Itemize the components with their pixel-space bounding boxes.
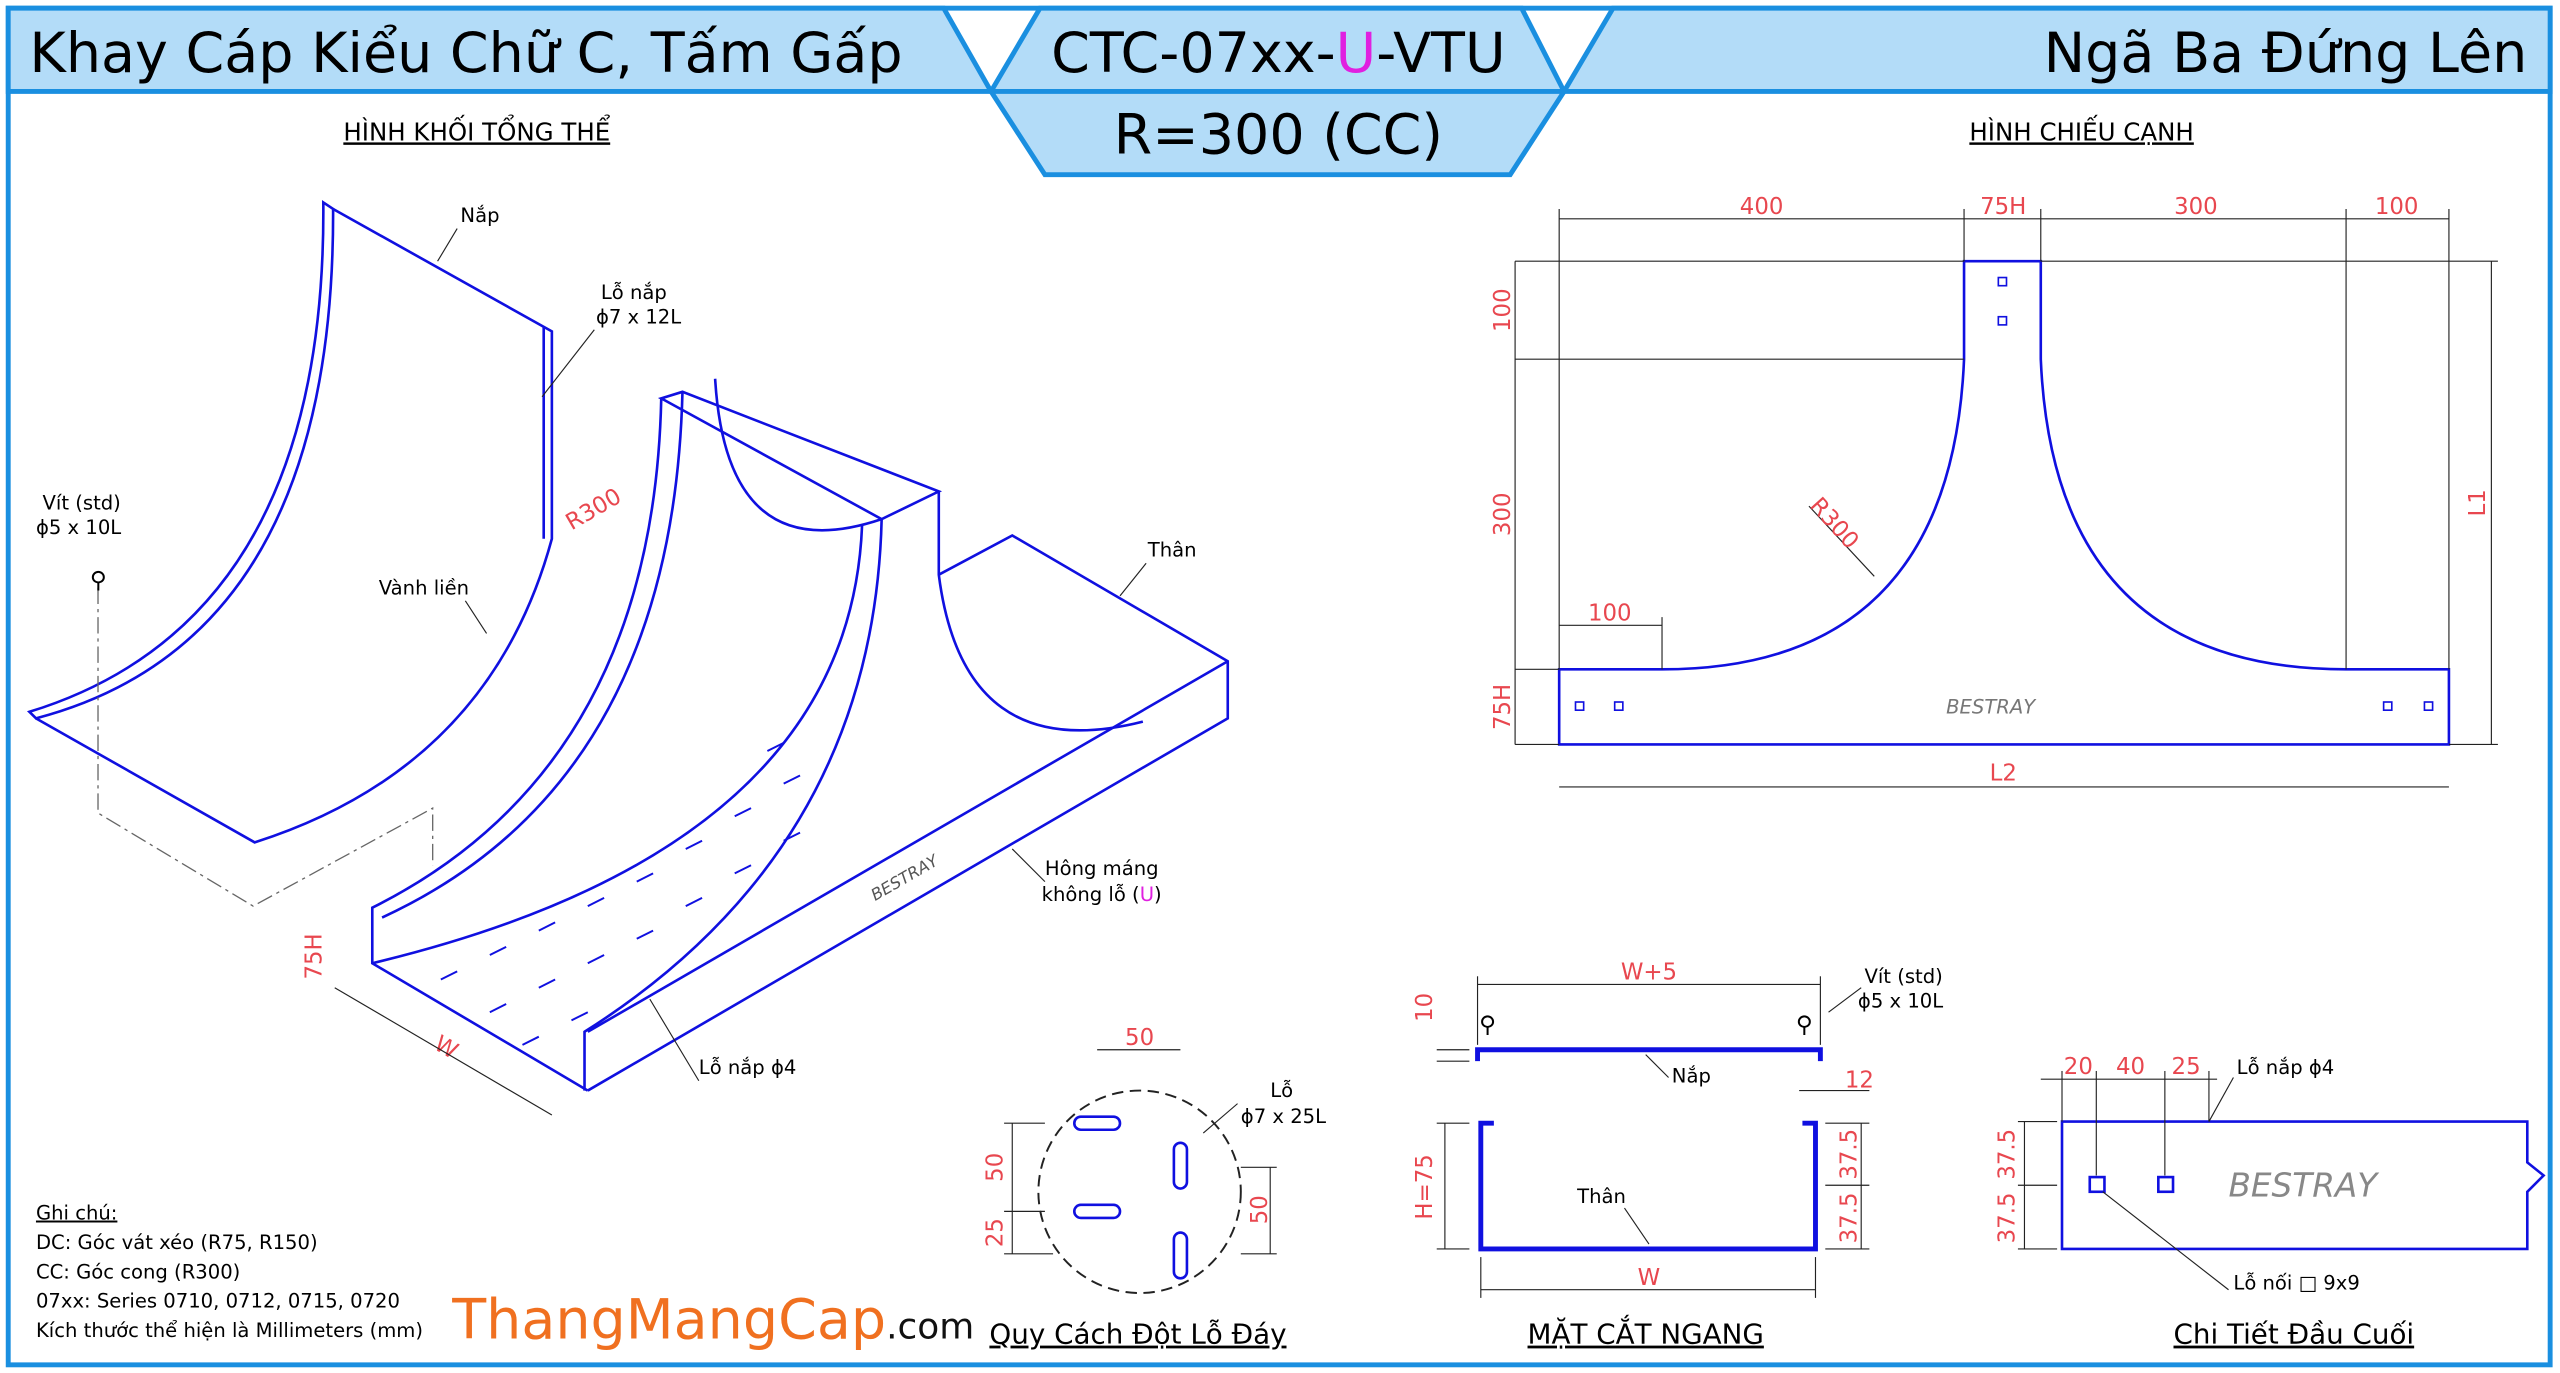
label-cover-hole4: Lỗ nắp ϕ4 [699,1056,797,1079]
hole-label: Lỗ [1270,1079,1293,1102]
section-dim-10: 10 [1412,993,1438,1022]
label-cover-hole-size: ϕ7 x 12L [596,305,681,328]
end-cover-hole: Lỗ nắp ϕ4 [2237,1056,2335,1079]
end-dim-20: 20 [2064,1054,2093,1080]
hole-dim-50-left: 50 [982,1153,1008,1182]
label-side-b: không lỗ (U) [1042,883,1162,906]
dim-300-left: 300 [1490,492,1516,536]
screw-icon-right: ⚲ [1796,1012,1813,1038]
brand-mark-end: BESTRAY [2229,1167,2381,1205]
hole-dim-50-top: 50 [1125,1025,1154,1051]
right-title: Ngã Ba Đứng Lên [2044,21,2528,86]
dim-100-inner: 100 [1588,600,1632,626]
section-dim-h75: H=75 [1412,1154,1438,1219]
notes-title: Ghi chú: [36,1202,117,1225]
dim-l1: L1 [2465,489,2491,516]
dim-75h-top: 75H [1980,194,2026,220]
dim-radius: R300 [1804,493,1863,555]
hole-view-title: Quy Cách Đột Lỗ Đáy [989,1318,1286,1351]
isometric-view: Nắp Lỗ nắp ϕ7 x 12L Vít (std) ϕ5 x 10L ⚲… [26,199,1230,1116]
end-dim-375a: 37.5 [1995,1129,2021,1180]
label-cover-hole: Lỗ nắp [601,281,667,304]
side-view: BESTRAY 400 75H 300 100 100 300 75H 100 … [1490,194,2498,788]
floor-slots [440,741,801,1046]
section-screw: Vít (std) [1864,965,1942,988]
label-height: 75H [302,933,328,979]
left-title: Khay Cáp Kiểu Chữ C, Tấm Gấp [29,21,902,86]
sheet-frame [5,5,2553,1368]
dim-l2: L2 [1990,760,2017,786]
label-cover: Nắp [460,204,499,227]
header-right-band [1559,5,2553,94]
side-view-title: HÌNH CHIẾU CẠNH [1969,114,2193,146]
dim-100-left: 100 [1490,288,1516,332]
section-screw-size: ϕ5 x 10L [1858,989,1943,1012]
notes: Ghi chú: DC: Góc vát xéo (R75, R150) CC:… [36,1202,423,1343]
site-logo: ThangMangCap.com [451,1288,974,1353]
label-rim: Vành liền [379,576,469,599]
note-line: CC: Góc cong (R300) [36,1260,240,1283]
end-join-hole: Lỗ nối □ 9x9 [2233,1272,2359,1295]
end-view-title: Chi Tiết Đầu Cuối [2174,1318,2415,1351]
radius-title: R=300 (CC) [1114,102,1443,167]
hole-pattern-view: 50 50 25 50 Lỗ ϕ7 x 25L Quy Cách Đột Lỗ … [982,1025,1326,1351]
note-line: 07xx: Series 0710, 0712, 0715, 0720 [36,1290,400,1313]
hole-dim-25: 25 [982,1218,1008,1247]
section-dim-w5: W+5 [1621,960,1677,986]
end-dim-25: 25 [2172,1054,2201,1080]
label-screw: Vít (std) [43,491,121,514]
screw-icon: ⚲ [90,568,107,594]
hole-size: ϕ7 x 25L [1241,1105,1326,1128]
label-side-a: Hông máng [1045,857,1159,880]
dim-400: 400 [1740,194,1784,220]
dim-300: 300 [2174,194,2218,220]
section-body: Thân [1576,1185,1626,1208]
label-screw-size: ϕ5 x 10L [36,516,121,539]
hole-dim-50-right: 50 [1247,1195,1273,1224]
section-view: ⚲ ⚲ W+5 Vít (std) ϕ5 x 10L 10 Nắp 12 H=7… [1412,960,1943,1351]
note-line: Kích thước thể hiện là Millimeters (mm) [36,1319,423,1342]
end-dim-375b: 37.5 [1995,1192,2021,1243]
section-dim-w: W [1638,1265,1661,1291]
section-view-title: MẶT CẮT NGANG [1528,1314,1764,1351]
iso-view-title: HÌNH KHỐI TỔNG THỂ [343,113,610,146]
brand-mark-side: BESTRAY [1946,695,2037,718]
label-body: Thân [1147,539,1197,562]
brand-mark-iso: BESTRAY [868,850,944,905]
section-cover: Nắp [1672,1064,1711,1087]
screw-icon-left: ⚲ [1479,1012,1496,1038]
section-dim-375b: 37.5 [1836,1192,1862,1243]
section-dim-12: 12 [1845,1067,1874,1093]
end-dim-40: 40 [2116,1054,2145,1080]
label-radius: R300 [561,484,626,536]
note-line: DC: Góc vát xéo (R75, R150) [36,1231,318,1254]
section-dim-375a: 37.5 [1836,1129,1862,1180]
product-code: CTC-07xx-U-VTU [1051,21,1505,86]
screw-centerline [97,587,434,907]
end-detail-view: BESTRAY 20 40 25 Lỗ nắp ϕ4 37.5 37.5 Lỗ … [1995,1054,2546,1351]
dim-100-right: 100 [2375,194,2419,220]
dim-75h-left: 75H [1490,684,1516,730]
